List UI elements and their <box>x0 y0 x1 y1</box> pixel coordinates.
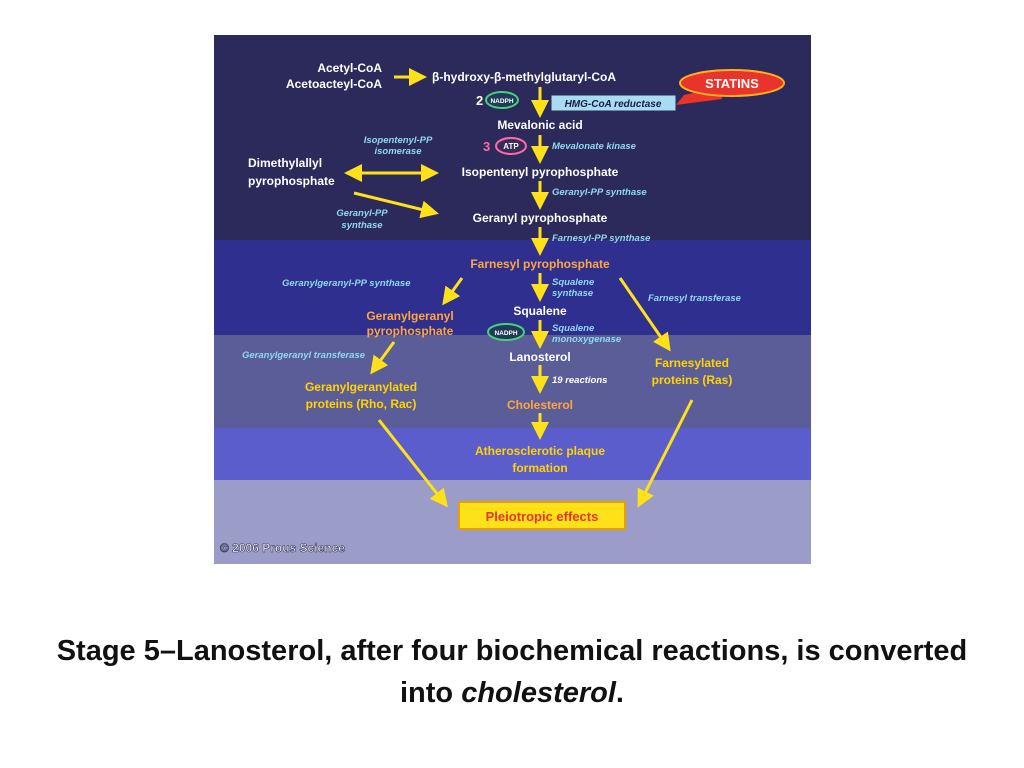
enzyme-squalene-mono-1: Squalene <box>552 323 595 334</box>
enzyme-geranyl-synthase-right: Geranyl-PP synthase <box>552 187 647 198</box>
enzyme-geranyl-synthase-left-2: synthase <box>341 220 383 231</box>
pathway-arrows <box>344 68 694 508</box>
hmg-coa-reductase-label: HMG-CoA reductase <box>565 99 662 110</box>
pathway-figure: STATINS HMG-CoA reductase 2 NADPH 3 ATP … <box>214 35 811 564</box>
nadph-badge-1 <box>485 91 519 109</box>
node-lanosterol: Lanosterol <box>509 350 570 364</box>
node-gg-proteins-2: proteins (Rho, Rac) <box>306 397 417 411</box>
copyright-notice: © 2006 Prous Science <box>220 541 345 555</box>
arrow-dmapp-to-geranyl <box>353 191 439 219</box>
node-squalene: Squalene <box>513 304 567 318</box>
enzyme-squalene-synthase-2: synthase <box>552 288 594 299</box>
node-dimethylallyl-1: Dimethylallyl <box>248 156 322 170</box>
atp-count: 3 <box>483 139 490 154</box>
node-athero-1: Atherosclerotic plaque <box>475 444 605 458</box>
nadph-count: 2 <box>476 93 483 108</box>
node-mevalonic-acid: Mevalonic acid <box>497 118 582 132</box>
enzyme-farnesyl-synthase: Farnesyl-PP synthase <box>552 233 651 244</box>
arrow-ggpp-to-ggproteins <box>370 341 396 375</box>
node-farnesylated-2: proteins (Ras) <box>652 373 733 387</box>
node-athero-2: formation <box>512 461 567 475</box>
enzyme-farnesyl-transferase: Farnesyl transferase <box>648 293 742 304</box>
pleiotropic-box <box>458 501 626 530</box>
statins-badge <box>679 69 785 97</box>
node-geranylgeranyl-pp-1: Geranylgeranyl <box>366 309 453 323</box>
enzyme-squalene-synthase-1: Squalene <box>552 277 595 288</box>
enzyme-ipp-isomerase-1: Isopentenyl-PP <box>364 135 433 146</box>
band-low <box>214 335 811 428</box>
arrow-ggproteins-to-pleiotropic <box>377 419 448 508</box>
node-farnesylated-1: Farnesylated <box>655 356 729 370</box>
atp-label: ATP <box>503 142 519 151</box>
node-acetyl-coa: Acetyl-CoA <box>317 61 382 75</box>
arrow-farnesyl-to-ggpp <box>442 277 464 306</box>
node-farnesyl-pp: Farnesyl pyrophosphate <box>470 257 610 271</box>
slide-caption: Stage 5–Lanosterol, after four biochemic… <box>40 630 984 714</box>
node-dimethylallyl-2: pyrophosphate <box>248 174 335 188</box>
node-isopentenyl-pp: Isopentenyl pyrophosphate <box>462 165 619 179</box>
enzyme-geranyl-synthase-left-1: Geranyl-PP <box>336 208 388 219</box>
node-geranylgeranyl-pp-2: pyrophosphate <box>367 324 454 338</box>
enzyme-ggpp-synthase: Geranylgeranyl-PP synthase <box>282 278 411 289</box>
enzyme-ipp-isomerase-2: isomerase <box>374 146 422 157</box>
enzyme-mevalonate-kinase: Mevalonate kinase <box>552 141 637 152</box>
arrow-farnesyl-to-farnesylated <box>618 277 671 352</box>
enzyme-squalene-mono-2: monoxygenase <box>552 334 622 345</box>
hmg-coa-reductase-box <box>550 94 677 112</box>
statins-label: STATINS <box>705 76 759 91</box>
caption-emphasis: cholesterol <box>461 677 616 709</box>
band-lower <box>214 428 811 480</box>
node-pleiotropic: Pleiotropic effects <box>486 509 599 524</box>
node-gg-proteins-1: Geranylgeranylated <box>305 380 417 394</box>
caption-end: . <box>615 677 624 709</box>
node-cholesterol: Cholesterol <box>507 398 573 412</box>
nadph-badge-2 <box>487 323 525 341</box>
nadph-label-2: NADPH <box>494 330 517 337</box>
nadph-label-1: NADPH <box>490 98 513 105</box>
band-mid <box>214 240 811 335</box>
node-hmg-coa: β-hydroxy-β-methylglutaryl-CoA <box>432 70 616 84</box>
atp-badge <box>495 137 527 155</box>
enzyme-nineteen-reactions: 19 reactions <box>552 375 607 386</box>
enzyme-gg-transferase: Geranylgeranyl transferase <box>242 350 366 361</box>
mevalonate-pathway-diagram: STATINS HMG-CoA reductase 2 NADPH 3 ATP … <box>214 35 811 564</box>
node-acetoacetyl-coa: Acetoacteyl-CoA <box>286 77 382 91</box>
caption-main: Stage 5–Lanosterol, after four biochemic… <box>56 635 968 709</box>
arrow-farnesylated-to-pleiotropic <box>637 399 694 508</box>
node-geranyl-pp: Geranyl pyrophosphate <box>473 211 608 225</box>
